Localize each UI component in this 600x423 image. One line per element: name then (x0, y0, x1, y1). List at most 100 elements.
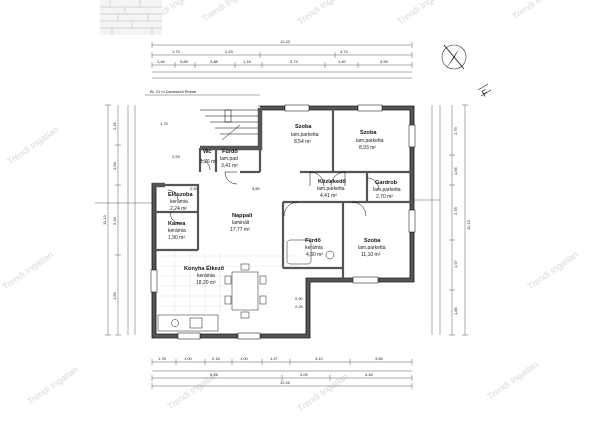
dimension-label: 2,50 (190, 186, 199, 191)
room-area: 4,41 m² (320, 193, 337, 199)
plan-level-label: Bi. 21 m Dachstuhl Ebene (150, 89, 197, 94)
kitchen-grid (160, 252, 300, 312)
dimension-label: 3,55 (380, 59, 389, 64)
dimension-label: 3,74 (290, 59, 299, 64)
room-floor: lam.pad (220, 156, 238, 162)
room-floor: kerámia (170, 199, 188, 205)
dimension-top: 12,42 1,73 2,43 3,74 1,46 0,88 2,88 1,18… (151, 39, 413, 79)
room-name: Gardrob (375, 180, 398, 186)
dimension-label: 2,18 (212, 356, 221, 361)
dimension-label: 2,43 (225, 49, 234, 54)
dimension-label: 1,00 (240, 356, 249, 361)
watermark-text: Trendi Ingatlan (485, 359, 540, 401)
partition-walls (154, 108, 412, 278)
room-label-kozlekedo: Közlekedő lam.parketta 4,41 m² (317, 179, 347, 199)
room-name: Szoba (295, 124, 312, 130)
room-name: Nappali (232, 213, 253, 219)
watermark-text: Trendi Ingatlan (0, 249, 55, 291)
dimension-label: 3,80 (252, 186, 261, 191)
room-label-furdo-small: Fürdő lam.pad 3,41 m² (220, 149, 238, 169)
stair-icon (200, 109, 258, 141)
dimension-label: 4,45 (365, 372, 374, 377)
room-area: 1,36 m² (200, 159, 217, 165)
dimension-label: 2,34 (112, 216, 117, 225)
watermark-text: Trendi Ingatlan (510, 0, 565, 22)
dimension-label: 1,69 (112, 291, 117, 300)
room-area: 8,54 m² (294, 139, 311, 145)
dimension-label: 2,88 (210, 59, 219, 64)
room-name: Szoba (364, 238, 381, 244)
room-area: 4,30 m² (306, 252, 323, 258)
dimension-left: 11,13 2,15 1,94 2,34 1,69 (95, 104, 152, 336)
dimension-label: 11,13 (102, 215, 107, 225)
dimension-label: 3,10 (315, 356, 324, 361)
kitchen-counter-icon (157, 314, 219, 332)
dimension-label: 1,97 (453, 259, 458, 268)
dimension-label: 11,13 (466, 220, 471, 230)
north-arrow-icon (441, 44, 467, 70)
room-name: Kamra (168, 221, 186, 227)
dimension-label: 1,94 (112, 161, 117, 170)
room-floor: kerámia (305, 245, 323, 251)
dimension-label: 2,15 (112, 121, 117, 130)
room-floor: laminált (232, 220, 250, 226)
room-area: 2,70 m² (376, 194, 393, 200)
room-area: 17,77 m² (230, 227, 250, 233)
watermark-text: Trendi Ingatlan (200, 0, 255, 24)
dimension-bottom: 1,78 1,00 2,18 1,00 1,47 3,10 3,65 6,16 … (151, 356, 413, 389)
room-label-eloszoba: Előszoba kerámia 2,24 m² (168, 192, 193, 212)
room-area: 18,20 m² (196, 280, 216, 286)
room-label-gardrob: Gardrob lam.parketta 2,70 m² (373, 180, 401, 200)
room-area: 3,41 m² (221, 163, 238, 169)
room-area: 1,90 m² (168, 235, 185, 241)
room-name: Közlekedő (318, 179, 347, 185)
dimension-label: 1,85 (453, 306, 458, 315)
dimension-label: 12,42 (280, 39, 291, 44)
room-name: Wc (203, 149, 211, 155)
bathtub-icon (286, 239, 335, 265)
section-marker: F (477, 83, 492, 99)
room-floor: lam.parketta (317, 186, 345, 192)
walls-inner-lines (151, 105, 415, 339)
brick-pattern (100, 0, 162, 35)
dimension-label: 2,26 (295, 304, 304, 309)
room-name: Fürdő (222, 149, 238, 155)
dimension-label: 0,90 (295, 296, 304, 301)
watermark-text: Trendi Ingatlan (525, 249, 580, 291)
dining-table-icon (224, 263, 267, 319)
dimension-label: 2,53 (172, 154, 181, 159)
dimension-label: 2,78 (453, 206, 458, 215)
room-floor: kerámia (197, 273, 215, 279)
watermark-text: Trendi Ingatlan (395, 0, 450, 27)
doors (167, 159, 380, 225)
room-floor: lam.parketta (358, 245, 386, 251)
watermark-text: Trendi Ingatlan (295, 371, 350, 413)
dimension-label: 6,16 (210, 372, 219, 377)
room-label-szoba-1: Szoba lam.parketta 8,54 m² (291, 124, 319, 145)
room-floor: lam.parketta (373, 187, 401, 193)
room-label-szoba-3: Szoba lam.parketta 11,10 m² (358, 238, 386, 258)
dimension-label: 1,75 (160, 121, 169, 126)
dimension-label: 12,42 (280, 380, 291, 385)
room-area: 11,10 m² (361, 252, 381, 258)
dimension-label: 3,65 (375, 356, 384, 361)
dimension-label: 1,00 (184, 356, 193, 361)
dimension-label: 1,47 (270, 356, 279, 361)
room-name: Konyha Étkező (184, 264, 225, 272)
watermark-text: Trendi Ingatlan (295, 0, 350, 27)
dimension-label: 1,65 (453, 166, 458, 175)
dimension-label: 2,79 (453, 126, 458, 135)
room-floor: lam.parketta (356, 138, 384, 144)
dimension-label: 3,74 (340, 49, 349, 54)
watermark-text: Trendi Ingatlan (25, 364, 80, 406)
dimension-label: 1,18 (243, 59, 252, 64)
dimension-label: 1,78 (158, 356, 167, 361)
section-marker-label: F (480, 87, 490, 99)
room-label-furdo-big: Fürdő kerámia 4,30 m² (305, 238, 323, 258)
interior-dimensions: 1,75 2,53 3,80 2,50 0,90 2,26 (160, 121, 304, 309)
room-label-nappali: Nappali laminált 17,77 m² (230, 213, 253, 233)
dimension-label: 0,88 (180, 59, 189, 64)
room-label-kamra: Kamra kerámia 1,90 m² (168, 221, 186, 241)
dimension-right: 11,13 2,79 1,65 2,78 1,97 1,85 (412, 104, 471, 336)
